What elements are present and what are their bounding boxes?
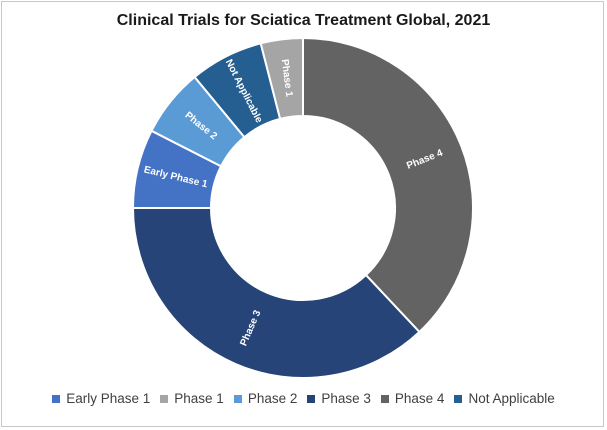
slice-phase-3 xyxy=(131,207,421,379)
legend-item-phase-1: Phase 1 xyxy=(160,391,224,406)
legend-label: Phase 1 xyxy=(174,391,224,406)
legend-item-phase-3: Phase 3 xyxy=(307,391,371,406)
legend-swatch xyxy=(52,394,61,403)
legend-label: Not Applicable xyxy=(468,391,555,406)
legend-swatch xyxy=(307,394,316,403)
legend-item-not-applicable: Not Applicable xyxy=(454,391,555,406)
legend-label: Phase 4 xyxy=(394,391,445,406)
legend-label: Phase 2 xyxy=(247,391,298,406)
chart-title: Clinical Trials for Sciatica Treatment G… xyxy=(116,12,491,29)
legend-swatch xyxy=(160,394,169,403)
slice-phase-1 xyxy=(259,36,304,121)
legend-swatch xyxy=(380,394,389,403)
legend-label: Early Phase 1 xyxy=(66,391,151,406)
legend-swatch xyxy=(233,394,242,403)
slice-phase-4 xyxy=(302,36,474,334)
legend-item-phase-2: Phase 2 xyxy=(233,391,298,406)
legend-swatch xyxy=(454,394,463,403)
slice-label-phase-1: Phase 1 xyxy=(279,59,295,98)
legend-item-early-phase-1: Early Phase 1 xyxy=(52,391,150,406)
chart-legend: Early Phase 1 Phase 1 Phase 2 Phase 3 Phase … xyxy=(2,391,605,406)
legend-label: Phase 3 xyxy=(321,391,371,406)
legend-item-phase-4: Phase 4 xyxy=(380,391,445,406)
